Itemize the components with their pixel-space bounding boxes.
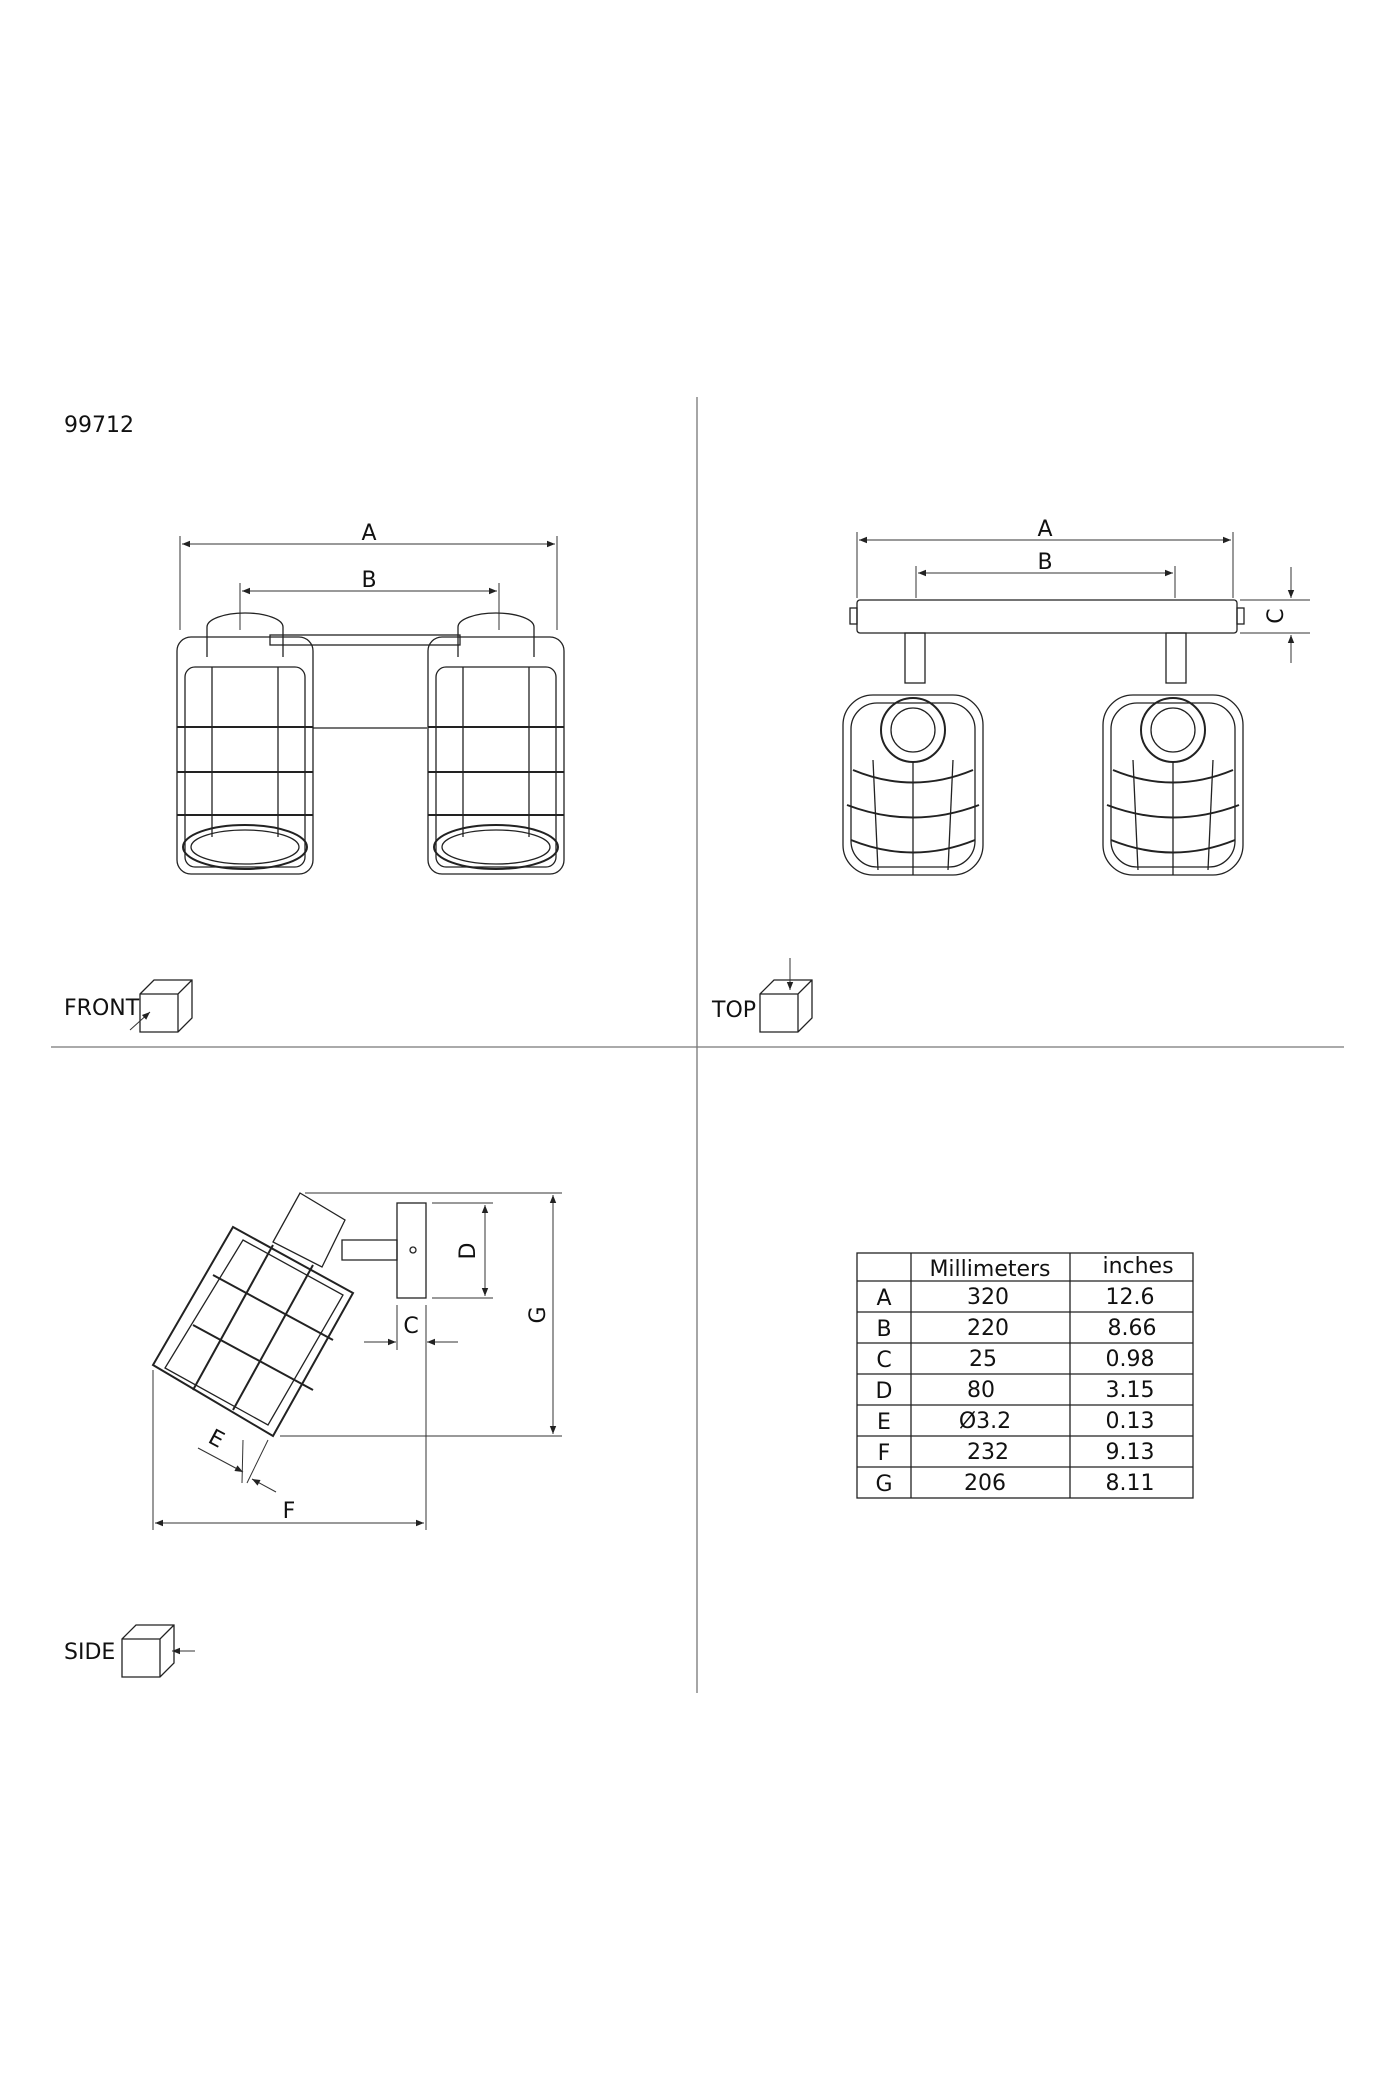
row-key: A <box>876 1286 891 1311</box>
mounting-bar <box>856 599 1238 634</box>
backplate <box>396 1202 427 1299</box>
top-view-label: TOP <box>711 998 756 1023</box>
row-in: 12.6 <box>1106 1285 1155 1310</box>
dimension-c-label: C <box>1264 608 1289 623</box>
lamp-cage-left <box>842 694 984 876</box>
row-key: G <box>875 1472 892 1497</box>
side-view: G D C E F SIDE <box>64 1192 562 1678</box>
row-mm: 220 <box>967 1316 1009 1341</box>
row-in: 8.66 <box>1108 1316 1157 1341</box>
row-in: 3.15 <box>1106 1378 1155 1403</box>
row-mm: 25 <box>969 1347 997 1372</box>
row-mm: Ø3.2 <box>959 1409 1011 1434</box>
model-number: 99712 <box>64 413 134 438</box>
row-key: D <box>876 1379 893 1404</box>
top-view: A B C TOP <box>711 517 1310 1033</box>
row-in: 0.13 <box>1106 1409 1155 1434</box>
dimension-c-label: C <box>403 1314 418 1339</box>
mounting-bar <box>269 634 461 646</box>
header-millimeters: Millimeters <box>929 1257 1050 1282</box>
row-in: 0.98 <box>1106 1347 1155 1372</box>
dimension-d-label: D <box>456 1243 481 1260</box>
row-key: E <box>877 1410 891 1435</box>
swivel-arm <box>272 1192 346 1268</box>
dimension-b-label: B <box>1037 550 1052 575</box>
dimension-table: Millimeters inches A 320 12.6 B 220 8.66… <box>856 1252 1194 1499</box>
top-cube-icon <box>759 979 813 1033</box>
row-mm: 206 <box>964 1471 1006 1496</box>
row-mm: 232 <box>967 1440 1009 1465</box>
row-in: 8.11 <box>1106 1471 1155 1496</box>
dimension-a-label: A <box>361 521 376 546</box>
lamp-cage-right <box>427 612 565 875</box>
header-inches: inches <box>1102 1254 1173 1279</box>
row-key: C <box>876 1348 891 1373</box>
dimension-a-label: A <box>1037 517 1052 542</box>
lamp-cage-right <box>1102 694 1244 876</box>
row-in: 9.13 <box>1106 1440 1155 1465</box>
row-mm: 80 <box>967 1378 995 1403</box>
front-view: A B FRONT <box>64 521 565 1033</box>
row-mm: 320 <box>967 1285 1009 1310</box>
dimension-e-label: E <box>204 1425 228 1454</box>
lamp-cage <box>151 1225 355 1438</box>
side-cube-icon <box>121 1624 175 1678</box>
dimension-b-label: B <box>361 568 376 593</box>
side-view-label: SIDE <box>64 1640 115 1665</box>
lamp-cage-left <box>176 612 314 875</box>
front-cube-icon <box>139 979 193 1033</box>
row-key: F <box>878 1441 891 1466</box>
front-view-label: FRONT <box>64 996 140 1021</box>
dimension-f-label: F <box>283 1499 296 1524</box>
dimension-g-label: G <box>526 1306 551 1323</box>
row-key: B <box>876 1317 891 1342</box>
